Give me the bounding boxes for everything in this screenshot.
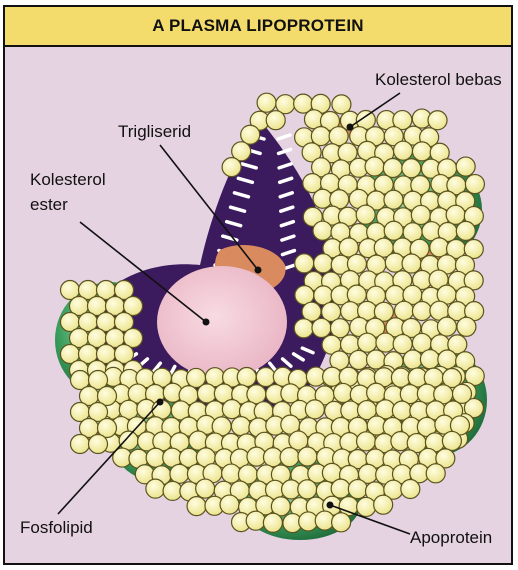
- phospholipid-head: [231, 417, 250, 436]
- phospholipid-head: [197, 384, 216, 403]
- phospholipid-head: [420, 350, 439, 369]
- phospholipid-head: [383, 158, 402, 177]
- phospholipid-head: [428, 111, 447, 130]
- phospholipid-head: [222, 400, 241, 419]
- phospholipid-head: [189, 431, 208, 450]
- phospholipid-head: [298, 447, 317, 466]
- phospholipid-head: [403, 350, 422, 369]
- phospholipid-head: [331, 479, 350, 498]
- phospholipid-head: [442, 431, 461, 450]
- phospholipid-head: [356, 205, 375, 224]
- phospholipid-head: [394, 141, 413, 160]
- phospholipid-head: [348, 480, 367, 499]
- phospholipid-head: [332, 513, 351, 532]
- phospholipid-head: [241, 125, 260, 144]
- phospholipid-head: [294, 319, 313, 338]
- phospholipid-head: [313, 189, 332, 208]
- phospholipid-head: [298, 480, 317, 499]
- phospholipid-head: [222, 158, 241, 177]
- phospholipid-head: [196, 479, 215, 498]
- phospholipid-head: [163, 481, 182, 500]
- leader-dot: [327, 502, 334, 509]
- label-free-cholesterol: Kolesterol bebas: [375, 70, 502, 89]
- leader-dot: [203, 319, 210, 326]
- phospholipid-head: [170, 464, 189, 483]
- phospholipid-head: [314, 254, 333, 273]
- phospholipid-head: [456, 157, 475, 176]
- phospholipid-head: [402, 254, 421, 273]
- phospholipid-head: [313, 221, 332, 240]
- label-phospholipid: Fosfolipid: [20, 518, 93, 537]
- phospholipid-head: [237, 368, 256, 387]
- phospholipid-tail: [278, 135, 290, 139]
- phospholipid-head: [358, 333, 377, 352]
- phospholipid-head: [256, 368, 275, 387]
- phospholipid-head: [187, 497, 206, 516]
- phospholipid-head: [349, 350, 368, 369]
- phospholipid-head: [437, 317, 456, 336]
- phospholipid-head: [411, 205, 430, 224]
- leader-dot: [157, 399, 164, 406]
- phospholipid-head: [305, 400, 324, 419]
- cholesterol-ester: [157, 266, 287, 378]
- leader-dot: [347, 124, 354, 131]
- phospholipid-head: [456, 221, 475, 240]
- phospholipid-head: [119, 431, 138, 450]
- phospholipid-head: [71, 435, 90, 454]
- phospholipid-head: [412, 301, 431, 320]
- phospholipid-head: [281, 384, 300, 403]
- label-cholesterol-ester-line2: ester: [30, 195, 68, 214]
- label-cholesterol-ester-line1: Kolesterol: [30, 170, 106, 189]
- phospholipid-head: [146, 479, 165, 498]
- phospholipid-head: [376, 333, 395, 352]
- phospholipid-head: [365, 157, 384, 176]
- phospholipid-head: [222, 464, 241, 483]
- label-apoprotein: Apoprotein: [410, 528, 492, 547]
- phospholipid-head: [412, 142, 431, 161]
- phospholipid-head: [246, 511, 265, 530]
- phospholipid-head: [220, 495, 239, 514]
- phospholipid-head: [374, 495, 393, 514]
- phospholipid-head: [384, 190, 403, 209]
- phospholipid-head: [89, 435, 108, 454]
- phospholipid-head: [280, 448, 299, 467]
- phospholipid-head: [426, 464, 445, 483]
- leader-dot: [255, 267, 262, 274]
- phospholipid-head: [263, 513, 282, 532]
- phospholipid-head: [312, 318, 331, 337]
- phospholipid-head: [402, 159, 421, 178]
- label-triglyceride: Trigliserid: [118, 122, 191, 141]
- phospholipid-head: [357, 497, 376, 516]
- phospholipid-head: [384, 221, 403, 240]
- phospholipid-head: [385, 253, 404, 272]
- phospholipid-head: [367, 383, 386, 402]
- phospholipid-head: [247, 385, 266, 404]
- phospholipid-head: [430, 238, 449, 257]
- phospholipid-head: [295, 254, 314, 273]
- phospholipid-head: [257, 93, 276, 112]
- phospholipid-head: [357, 432, 376, 451]
- phospholipid-head: [465, 175, 484, 194]
- phospholipid-head: [334, 383, 353, 402]
- phospholipid-head: [457, 317, 476, 336]
- phospholipid-head: [401, 480, 420, 499]
- phospholipid-head: [266, 111, 285, 130]
- phospholipid-head: [452, 384, 471, 403]
